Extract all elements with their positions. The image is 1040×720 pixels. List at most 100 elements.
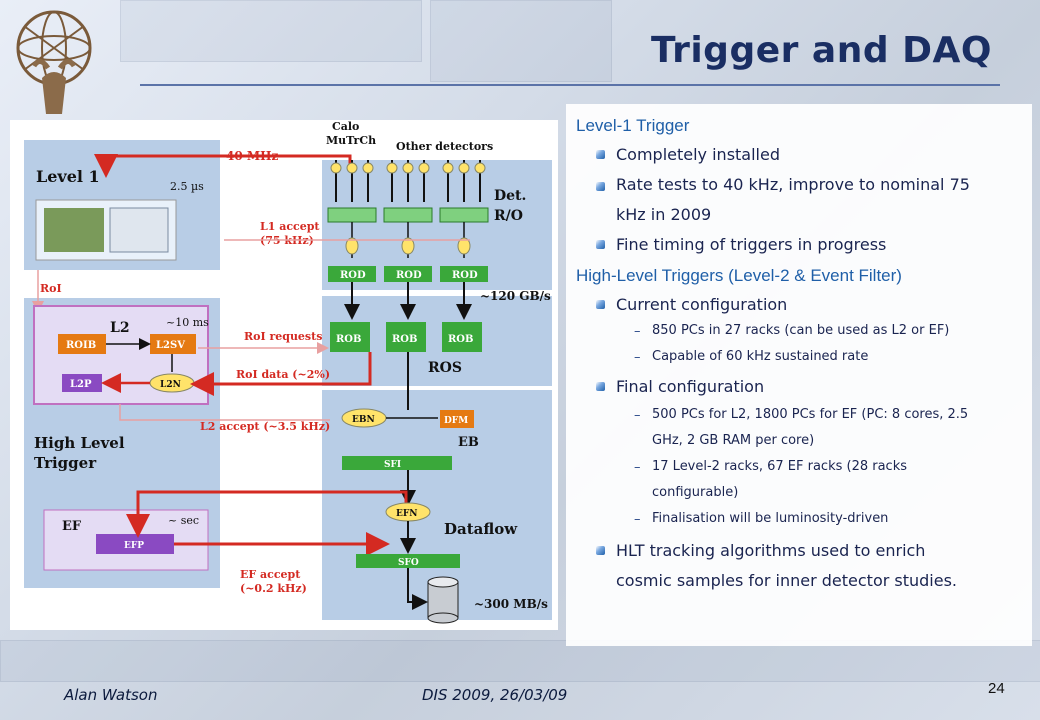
dash-marker: –	[634, 408, 641, 423]
dash-marker: –	[634, 460, 641, 475]
content-panel: Level-1 Trigger Completely installed Rat…	[566, 104, 1032, 646]
dash-marker: –	[634, 350, 641, 365]
rod-box-2	[384, 266, 432, 282]
bullet-icon	[596, 150, 605, 159]
l1-item-rate-tests: Rate tests to 40 kHz, improve to nominal…	[616, 175, 970, 194]
trigger-daq-diagram: Level 1 40 MHz 2.5 µs Calo MuTrCh Other …	[10, 120, 558, 630]
final-config: Final configuration	[616, 377, 765, 396]
dataflow-label: Dataflow	[444, 520, 518, 538]
detector-nodes	[330, 162, 486, 174]
background-panel	[120, 0, 422, 62]
calo-label: Calo	[332, 120, 359, 133]
level1-heading: Level-1 Trigger	[576, 116, 690, 135]
efn-to-efp-arrow	[126, 490, 408, 538]
roib-box	[58, 334, 106, 354]
diagram-svg: Level 1 40 MHz 2.5 µs Calo MuTrCh Other …	[24, 120, 552, 624]
current-sub-1: 850 PCs in 27 racks (can be used as L2 o…	[652, 323, 950, 338]
bullet-icon	[596, 546, 605, 555]
bullet-icon	[596, 300, 605, 309]
eb-label: EB	[458, 435, 479, 450]
bullet-icon	[596, 382, 605, 391]
hlt-tracking-1: HLT tracking algorithms used to enrich	[616, 541, 926, 560]
final-sub-1: 500 PCs for L2, 1800 PCs for EF (PC: 8 c…	[652, 407, 969, 422]
efp-label: EFP	[124, 541, 144, 551]
level1-calo-image	[44, 208, 104, 252]
rob-box-2	[386, 322, 426, 352]
rod-box-1	[328, 266, 376, 282]
dash-marker: –	[634, 324, 641, 339]
rod-label-1: ROD	[340, 270, 366, 281]
ef-latency: ~ sec	[168, 514, 199, 527]
rob-label-1: ROB	[336, 334, 361, 345]
l2n-label: L2N	[160, 380, 181, 390]
det-ro-label-2: R/O	[494, 208, 523, 224]
ebn-label: EBN	[352, 415, 375, 425]
roi-label: RoI	[40, 282, 62, 295]
rob-box-1	[330, 322, 370, 352]
efaccept-label-1: EF accept	[240, 568, 301, 581]
page-number: 24	[988, 680, 1005, 697]
rod-box-3	[440, 266, 488, 282]
rob-box-3	[442, 322, 482, 352]
background-panel	[0, 640, 1040, 682]
l2p-box	[62, 374, 102, 392]
slide-title: Trigger and DAQ	[650, 30, 992, 71]
det-ro-label-1: Det.	[494, 188, 526, 204]
l1-item-installed: Completely installed	[616, 145, 780, 164]
hlt-label-1: High Level	[34, 434, 125, 452]
bullet-icon	[596, 182, 605, 191]
l1accept-nodes	[345, 237, 471, 255]
background-panel	[430, 0, 612, 82]
rod-label-2: ROD	[396, 270, 422, 281]
footer-conference: DIS 2009, 26/03/09	[422, 686, 568, 704]
l1accept-label-1: L1 accept	[260, 220, 320, 233]
other-detectors-label: Other detectors	[396, 140, 493, 153]
dash-marker: –	[634, 512, 641, 527]
footer-author: Alan Watson	[64, 686, 158, 704]
l2-label: L2	[110, 320, 130, 336]
bullet-icon	[596, 240, 605, 249]
l1-item-rate-tests-cont: kHz in 2009	[616, 205, 712, 224]
sfi-box	[342, 456, 452, 470]
roi-requests-label: RoI requests	[244, 330, 322, 343]
ef-label: EF	[62, 519, 82, 534]
level1-label: Level 1	[36, 167, 100, 186]
l2sv-box	[150, 334, 196, 354]
l2accept-line	[119, 404, 347, 426]
mutrch-label: MuTrCh	[326, 134, 376, 147]
final-sub-3: Finalisation will be luminosity-driven	[652, 511, 889, 526]
hlt-label-2: Trigger	[34, 454, 97, 472]
atlas-logo-icon	[16, 10, 92, 114]
roib-label: ROIB	[66, 340, 96, 351]
dfm-box	[440, 410, 474, 428]
level1-muon-image	[109, 207, 169, 253]
final-sub-2: 17 Level-2 racks, 67 EF racks (28 racks	[652, 459, 908, 474]
rod-label-3: ROD	[452, 270, 478, 281]
efn-label: EFN	[396, 509, 417, 519]
roi-data-label: RoI data (~2%)	[236, 368, 330, 381]
rate-120gbs: ~120 GB/s	[480, 289, 551, 303]
final-sub-2-cont: configurable)	[652, 485, 739, 500]
dfm-label: DFM	[444, 416, 468, 426]
sfo-label: SFO	[398, 558, 419, 568]
rob-label-3: ROB	[448, 334, 473, 345]
l1-item-fine-timing: Fine timing of triggers in progress	[616, 235, 887, 254]
hlt-heading: High-Level Triggers (Level-2 & Event Fil…	[576, 266, 902, 285]
frontend-boxes	[327, 207, 489, 223]
current-sub-2: Capable of 60 kHz sustained rate	[652, 349, 869, 364]
hlt-tracking-2: cosmic samples for inner detector studie…	[616, 571, 958, 590]
l2accept-label: L2 accept (~3.5 kHz)	[200, 420, 330, 433]
ros-label: ROS	[428, 360, 462, 376]
sfi-label: SFI	[384, 460, 401, 470]
l2p-label: L2P	[70, 379, 92, 390]
efp-box	[96, 534, 174, 554]
roi-data-arrow	[190, 352, 372, 396]
l2sv-label: L2SV	[156, 340, 185, 351]
efaccept-label-2: (~0.2 kHz)	[240, 582, 307, 595]
latency-label: 2.5 µs	[170, 180, 204, 193]
rob-label-2: ROB	[392, 334, 417, 345]
title-underline	[140, 84, 1000, 86]
storage-icon	[427, 576, 459, 624]
final-sub-1-cont: GHz, 2 GB RAM per core)	[652, 433, 815, 448]
